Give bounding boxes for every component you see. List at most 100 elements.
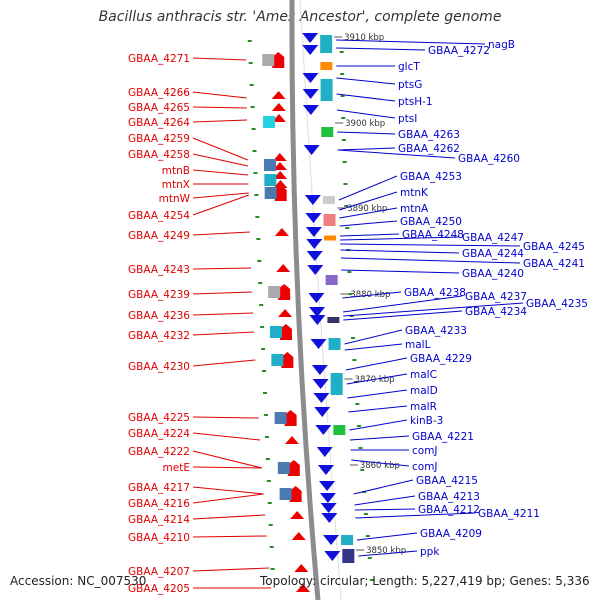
gene-label-left[interactable]: GBAA_4243: [128, 264, 190, 276]
gene-label-left[interactable]: GBAA_4224: [128, 428, 190, 440]
gene-label-right[interactable]: glcT: [398, 61, 420, 73]
gene-block: [323, 214, 336, 226]
tick-mark-right: [367, 557, 372, 559]
gene-label-right[interactable]: mtnA: [400, 203, 429, 215]
gene-label-left[interactable]: GBAA_4217: [128, 482, 190, 494]
gene-label-right[interactable]: GBAA_4238: [404, 287, 466, 299]
gene-label-left[interactable]: GBAA_4222: [128, 446, 190, 458]
gene-label-right[interactable]: malL: [405, 339, 431, 351]
tick-mark-right: [365, 535, 370, 537]
gene-block: [327, 317, 340, 323]
gene-label-right[interactable]: GBAA_4248: [402, 229, 464, 241]
gene-label-right[interactable]: comJ: [412, 445, 438, 457]
gene-block: [263, 116, 276, 128]
gene-label-left[interactable]: GBAA_4264: [128, 117, 190, 129]
tick-mark-left: [266, 480, 271, 482]
gene-label-left[interactable]: GBAA_4265: [128, 102, 190, 114]
gene-label-right[interactable]: GBAA_4209: [420, 528, 482, 540]
gene-label-left[interactable]: GBAA_4216: [128, 498, 190, 510]
leader-line-right: [354, 495, 416, 506]
gene-label-right[interactable]: GBAA_4221: [412, 431, 474, 443]
gene-label-right[interactable]: GBAA_4253: [400, 171, 462, 183]
gene-block: [271, 354, 284, 366]
gene-label-left[interactable]: GBAA_4266: [128, 87, 190, 99]
gene-label-left[interactable]: GBAA_4230: [128, 361, 190, 373]
gene-label-left[interactable]: mtnX: [162, 179, 190, 191]
leader-line-right: [336, 39, 486, 45]
gene-label-left[interactable]: GBAA_4225: [128, 412, 190, 424]
gene-label-left[interactable]: GBAA_4259: [128, 133, 190, 145]
gene-label-right[interactable]: GBAA_4241: [523, 258, 585, 270]
gene-label-left[interactable]: mtnW: [159, 193, 191, 205]
tick-mark-right: [339, 51, 344, 53]
leader-line-left: [192, 359, 256, 367]
gene-label-right[interactable]: GBAA_4262: [398, 143, 460, 155]
tick-mark-right: [369, 579, 374, 581]
gene-label-right[interactable]: GBAA_4215: [416, 475, 478, 487]
gene-label-right[interactable]: GBAA_4237: [465, 291, 527, 303]
leader-line-right: [339, 220, 398, 227]
gene-label-right[interactable]: GBAA_4240: [462, 268, 524, 280]
leader-line-right: [354, 508, 416, 511]
gene-arrow-forward: [308, 293, 325, 303]
gene-label-right[interactable]: ptsI: [398, 113, 417, 125]
gene-label-right[interactable]: GBAA_4233: [405, 325, 467, 337]
gene-label-right[interactable]: ptsG: [398, 79, 422, 91]
gene-label-right[interactable]: GBAA_4263: [398, 129, 460, 141]
gene-label-right[interactable]: GBAA_4211: [478, 508, 540, 520]
leader-line-left: [192, 169, 249, 176]
gene-label-left[interactable]: GBAA_4249: [128, 230, 190, 242]
gene-label-right[interactable]: GBAA_4213: [418, 491, 480, 503]
gene-label-right[interactable]: GBAA_4245: [523, 241, 585, 253]
gene-arrow-forward: [323, 535, 340, 545]
gene-label-left[interactable]: metE: [163, 462, 190, 474]
gene-block: [268, 286, 281, 298]
leader-line-left: [192, 312, 254, 316]
gene-label-right[interactable]: GBAA_4247: [462, 232, 524, 244]
gene-label-right[interactable]: comJ: [412, 461, 438, 473]
gene-label-left[interactable]: GBAA_4214: [128, 514, 190, 526]
gene-label-left[interactable]: GBAA_4258: [128, 149, 190, 161]
tick-mark-left: [260, 326, 265, 328]
gene-label-right[interactable]: GBAA_4244: [462, 248, 524, 260]
leader-line-right: [340, 257, 521, 264]
gene-label-right[interactable]: malD: [410, 385, 438, 397]
gene-label-right[interactable]: GBAA_4260: [458, 153, 520, 165]
scale-label: 3850 kbp: [366, 546, 406, 556]
gene-label-left[interactable]: GBAA_4239: [128, 289, 190, 301]
tick-mark-left: [270, 568, 275, 570]
gene-label-left[interactable]: mtnB: [162, 165, 190, 177]
gene-label-left[interactable]: GBAA_4271: [128, 53, 190, 65]
tick-mark-right: [358, 447, 363, 449]
gene-label-right[interactable]: malR: [410, 401, 437, 413]
tick-mark-left: [261, 348, 266, 350]
gene-label-left[interactable]: GBAA_4232: [128, 330, 190, 342]
gene-label-left[interactable]: GBAA_4236: [128, 310, 190, 322]
accession-label: Accession: NC_007530: [10, 574, 147, 588]
gene-label-right[interactable]: ppk: [420, 546, 440, 558]
gene-label-right[interactable]: mtnK: [400, 187, 429, 199]
gene-label-right[interactable]: GBAA_4234: [465, 306, 527, 318]
gene-label-right[interactable]: ptsH-1: [398, 96, 433, 108]
gene-label-right[interactable]: GBAA_4272: [428, 45, 490, 57]
gene-arrow-reverse: [272, 114, 287, 122]
tick-mark-right: [355, 403, 360, 405]
gene-label-left[interactable]: GBAA_4205: [128, 583, 190, 595]
gene-label-right[interactable]: GBAA_4212: [418, 504, 480, 516]
gene-label-right[interactable]: nagB: [488, 39, 515, 51]
gene-label-right[interactable]: malC: [410, 369, 437, 381]
gene-label-right[interactable]: GBAA_4235: [526, 298, 588, 310]
gene-label-right[interactable]: GBAA_4250: [400, 216, 462, 228]
gene-label-left[interactable]: GBAA_4210: [128, 532, 190, 544]
gene-label-right[interactable]: GBAA_4229: [410, 353, 472, 365]
gene-label-left[interactable]: GBAA_4254: [128, 210, 190, 222]
leader-line-right: [355, 512, 476, 519]
backbone-line: [289, 0, 321, 600]
leader-line-right: [340, 236, 460, 241]
left-gene-labels[interactable]: GBAA_4271GBAA_4266GBAA_4265GBAA_4264GBAA…: [128, 53, 191, 595]
gene-label-right[interactable]: kinB-3: [410, 415, 443, 427]
gene-arrow-reverse: [276, 264, 291, 272]
gene-label-left[interactable]: GBAA_4207: [128, 566, 190, 578]
